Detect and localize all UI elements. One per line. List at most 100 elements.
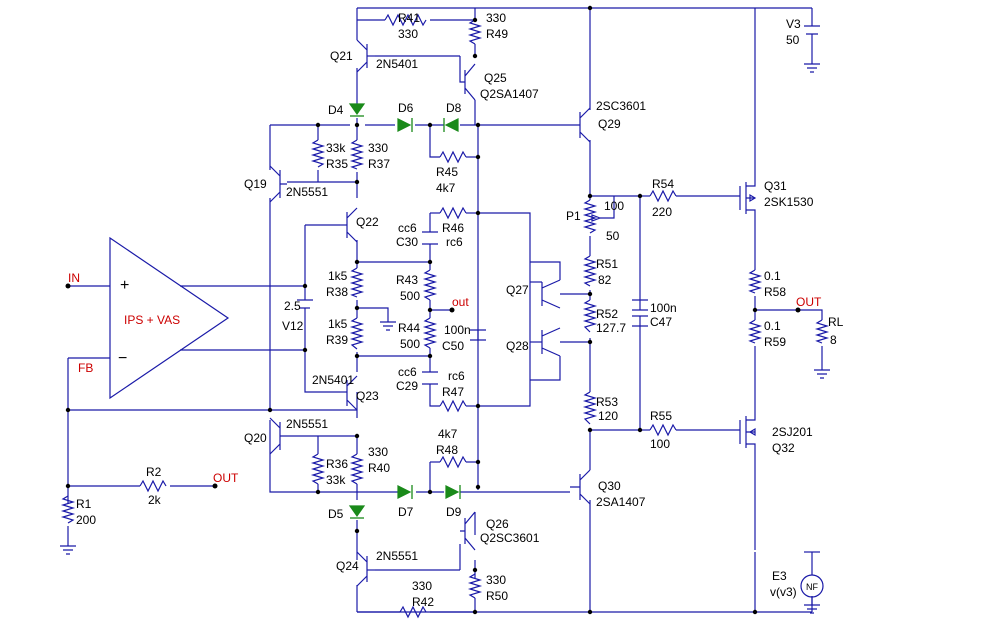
svg-text:Q27: Q27 <box>506 283 529 297</box>
svg-text:127.7: 127.7 <box>596 321 626 335</box>
svg-text:R35: R35 <box>326 157 348 171</box>
svg-text:8: 8 <box>830 333 837 347</box>
svg-text:2N5551: 2N5551 <box>286 417 328 431</box>
c50 <box>470 329 486 341</box>
svg-text:C29: C29 <box>396 379 418 393</box>
r53 <box>582 391 598 425</box>
svg-text:Q2SA1407: Q2SA1407 <box>480 87 539 101</box>
svg-text:Q26: Q26 <box>486 517 509 531</box>
svg-text:C47: C47 <box>650 315 672 329</box>
svg-text:C30: C30 <box>396 235 418 249</box>
junctions <box>65 5 758 615</box>
r42 <box>399 605 427 619</box>
svg-text:Q31: Q31 <box>764 179 787 193</box>
svg-text:R2: R2 <box>146 465 162 479</box>
svg-text:330: 330 <box>398 27 418 41</box>
svg-text:2SJ201: 2SJ201 <box>772 425 813 439</box>
svg-text:V3: V3 <box>786 17 801 31</box>
svg-text:Q30: Q30 <box>598 479 621 493</box>
r48 <box>439 455 467 469</box>
diodes <box>348 103 461 519</box>
svg-text:D6: D6 <box>398 101 414 115</box>
r47 <box>439 399 467 413</box>
d4 <box>348 103 366 116</box>
svg-text:50: 50 <box>606 229 620 243</box>
svg-text:R59: R59 <box>764 335 786 349</box>
svg-text:R38: R38 <box>326 285 348 299</box>
svg-text:33k: 33k <box>326 473 346 487</box>
r40 <box>349 453 365 485</box>
svg-text:R50: R50 <box>486 589 508 603</box>
svg-text:R47: R47 <box>442 385 464 399</box>
svg-text:50: 50 <box>786 33 800 47</box>
r54 <box>649 189 677 203</box>
svg-text:C50: C50 <box>442 339 464 353</box>
svg-text:500: 500 <box>400 337 420 351</box>
r44 <box>422 317 438 349</box>
svg-text:R44: R44 <box>398 321 420 335</box>
d9 <box>445 485 460 499</box>
svg-text:330: 330 <box>368 141 388 155</box>
d8 <box>444 118 459 132</box>
svg-text:2SA1407: 2SA1407 <box>596 495 646 509</box>
svg-text:330: 330 <box>368 445 388 459</box>
ground-rl <box>814 369 830 379</box>
c29 <box>422 371 438 385</box>
d5 <box>348 505 366 518</box>
r49 <box>467 19 483 45</box>
svg-text:R42: R42 <box>412 595 434 609</box>
svg-text:Q25: Q25 <box>484 71 507 85</box>
svg-text:R39: R39 <box>326 333 348 347</box>
sources <box>60 25 830 614</box>
label-out-node: out <box>452 295 469 309</box>
r35 <box>310 139 326 168</box>
resistors <box>60 13 830 619</box>
svg-text:R55: R55 <box>650 409 672 423</box>
svg-text:Q20: Q20 <box>244 431 267 445</box>
d7 <box>397 485 412 499</box>
transistors <box>269 39 757 587</box>
rl <box>814 319 830 344</box>
svg-text:Q29: Q29 <box>598 117 621 131</box>
svg-text:Q2SC3601: Q2SC3601 <box>480 531 540 545</box>
svg-text:IPS + VAS: IPS + VAS <box>124 313 180 327</box>
svg-text:RL: RL <box>828 315 844 329</box>
svg-text:330: 330 <box>412 579 432 593</box>
v3-battery <box>804 25 820 35</box>
svg-text:2N5401: 2N5401 <box>312 373 354 387</box>
svg-text:500: 500 <box>400 289 420 303</box>
r59 <box>747 319 763 344</box>
svg-text:330: 330 <box>486 11 506 25</box>
r51 <box>582 255 598 287</box>
svg-text:4k7: 4k7 <box>438 427 458 441</box>
p1-pot <box>582 199 598 234</box>
svg-text:rc6: rc6 <box>448 369 465 383</box>
svg-text:330: 330 <box>486 573 506 587</box>
svg-text:Q24: Q24 <box>336 559 359 573</box>
svg-text:D7: D7 <box>398 505 414 519</box>
r2 <box>139 479 167 493</box>
svg-text:R36: R36 <box>326 457 348 471</box>
c30 <box>422 231 438 245</box>
r43 <box>422 269 438 301</box>
svg-text:0.1: 0.1 <box>764 269 781 283</box>
svg-text:33k: 33k <box>326 141 346 155</box>
svg-text:NF: NF <box>806 582 818 592</box>
d6 <box>397 118 412 132</box>
r38 <box>349 267 365 298</box>
r36 <box>310 453 326 485</box>
svg-text:1k5: 1k5 <box>328 317 348 331</box>
svg-text:R1: R1 <box>76 497 92 511</box>
svg-text:Q22: Q22 <box>356 215 379 229</box>
svg-text:P1: P1 <box>566 209 581 223</box>
svg-text:R43: R43 <box>396 273 418 287</box>
r50 <box>467 573 483 599</box>
wires <box>67 7 823 613</box>
svg-text:Q28: Q28 <box>506 339 529 353</box>
svg-text:R40: R40 <box>368 461 390 475</box>
svg-text:100n: 100n <box>650 301 677 315</box>
svg-text:200: 200 <box>76 513 96 527</box>
svg-text:Q19: Q19 <box>244 177 267 191</box>
svg-text:R48: R48 <box>436 443 458 457</box>
svg-text:2.5: 2.5 <box>284 299 301 313</box>
